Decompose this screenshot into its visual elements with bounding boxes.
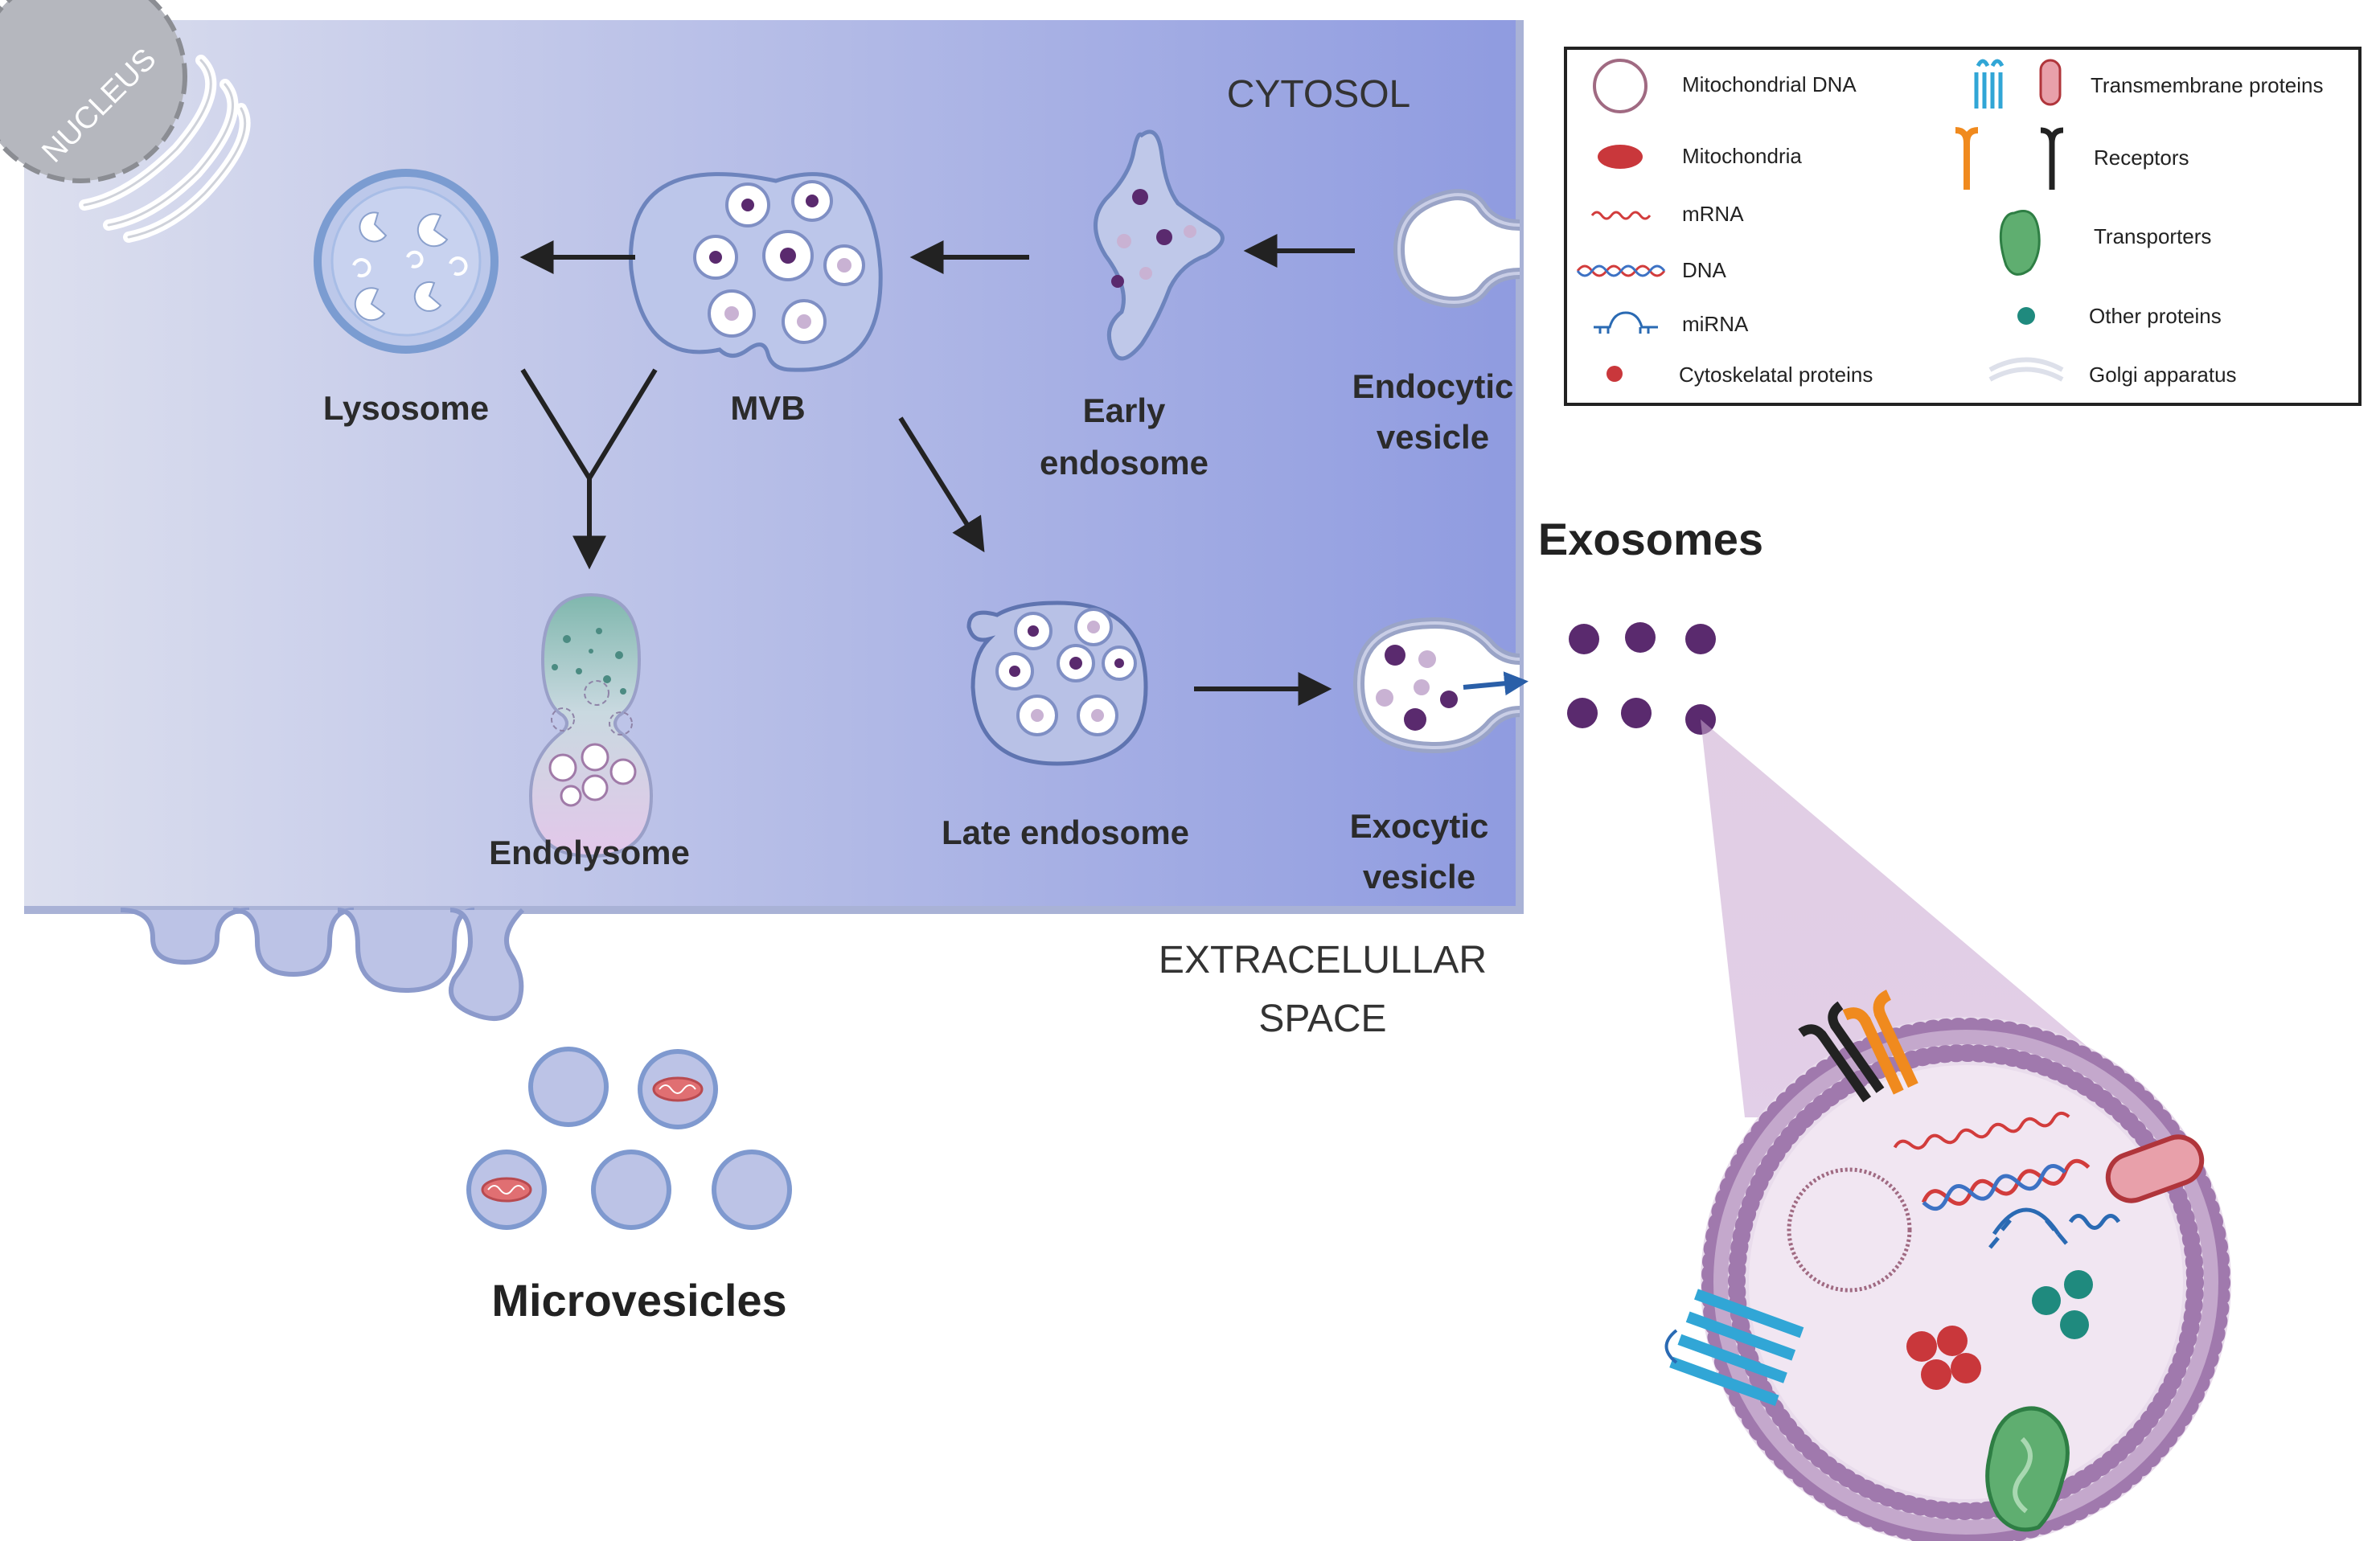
microvesicle-icon <box>466 1047 792 1230</box>
mitochondrial-dna-icon <box>1787 1167 1912 1293</box>
receptor-icon <box>1798 1001 1885 1103</box>
legend-box <box>1564 47 2362 406</box>
lysosome-icon <box>314 169 499 354</box>
exocytic-vesicle-label-1: Exocytic <box>1350 807 1489 845</box>
transmembrane-protein-icon <box>2039 59 2062 106</box>
endolysome-label: Endolysome <box>489 834 690 871</box>
receptor-icon <box>1842 990 1918 1095</box>
legend-golgi-apparatus: Golgi apparatus <box>2089 363 2237 387</box>
mvb-label: MVB <box>730 389 805 427</box>
transmembrane-protein-icon <box>1974 59 2005 109</box>
mitochondria-icon <box>481 1076 704 1203</box>
early-endosome-icon <box>1094 129 1225 361</box>
legend-mirna: miRNA <box>1682 312 1749 336</box>
transmembrane-protein-icon <box>2105 1134 2205 1203</box>
mitochondria-icon <box>1598 145 1643 169</box>
exosome-particles <box>1567 622 1716 735</box>
dna-icon <box>1576 264 1666 277</box>
exosomes-heading: Exosomes <box>1538 514 1763 564</box>
cytoskeletal-protein-icon <box>1906 1326 1981 1390</box>
legend-other-proteins: Other proteins <box>2089 304 2222 328</box>
transporter-icon <box>1985 1406 2070 1532</box>
endocytic-vesicle-label-1: Endocytic <box>1352 367 1514 405</box>
lysosome-label: Lysosome <box>323 389 489 427</box>
nucleus-icon: NUCLEUS <box>0 0 187 183</box>
microvesicles-heading: Microvesicles <box>491 1275 786 1326</box>
golgi-icon-outline <box>83 59 247 239</box>
endocytic-vesicle-icon <box>1393 189 1520 308</box>
cytosol-label: CYTOSOL <box>1227 73 1411 116</box>
golgi-icon <box>1988 357 2064 382</box>
mrna-icon <box>1893 1111 2070 1150</box>
exosome-icon <box>1664 990 2231 1541</box>
extracellular-label-1: EXTRACELULLAR <box>1159 939 1487 982</box>
mitochondrial-dna-icon <box>1593 59 1648 113</box>
microvesicle-group <box>466 1047 792 1230</box>
legend-mitochondrial-dna: Mitochondrial DNA <box>1682 72 1857 96</box>
other-protein-icon <box>2032 1270 2093 1339</box>
cytoskeletal-protein-icon <box>1606 366 1623 382</box>
mirna-icon <box>1988 1207 2121 1249</box>
mrna-icon <box>1590 211 1652 220</box>
mvb-icon <box>629 172 883 372</box>
early-endosome-label-1: Early <box>1083 391 1166 429</box>
other-protein-icon <box>2017 307 2035 325</box>
legend-receptors: Receptors <box>2094 145 2189 170</box>
mirna-icon <box>1594 311 1658 334</box>
cell-body <box>24 20 1524 1021</box>
exocytic-vesicle-icon <box>1352 617 1529 754</box>
early-endosome-label-2: endosome <box>1040 444 1208 482</box>
dna-icon <box>1921 1158 2091 1211</box>
endolysome-icon <box>528 592 654 859</box>
legend-mrna: mRNA <box>1682 202 1744 226</box>
legend-dna: DNA <box>1682 258 1727 282</box>
endocytic-vesicle-label-2: vesicle <box>1377 418 1489 456</box>
late-endosome-icon <box>966 600 1148 766</box>
arrow-icon <box>520 368 658 563</box>
transmembrane-protein-icon <box>1669 1289 1804 1406</box>
receptor-icon <box>2040 127 2064 190</box>
legend-cytoskeletal-proteins: Cytoskelatal proteins <box>1679 363 1873 387</box>
legend-mitochondria: Mitochondria <box>1682 144 1802 168</box>
legend-transporters: Transporters <box>2094 224 2211 248</box>
zoom-cone <box>1701 719 2171 1117</box>
arrow-icon <box>898 416 985 553</box>
receptor-icon <box>1955 127 1979 190</box>
late-endosome-label: Late endosome <box>942 814 1189 851</box>
arrows <box>519 234 1355 706</box>
legend-transmembrane-proteins: Transmembrane proteins <box>2091 73 2324 97</box>
transporter-icon <box>1999 210 2041 276</box>
membrane-buds <box>120 908 525 1021</box>
exocytic-vesicle-label-2: vesicle <box>1363 858 1475 896</box>
extracellular-label-2: SPACE <box>1258 998 1386 1040</box>
